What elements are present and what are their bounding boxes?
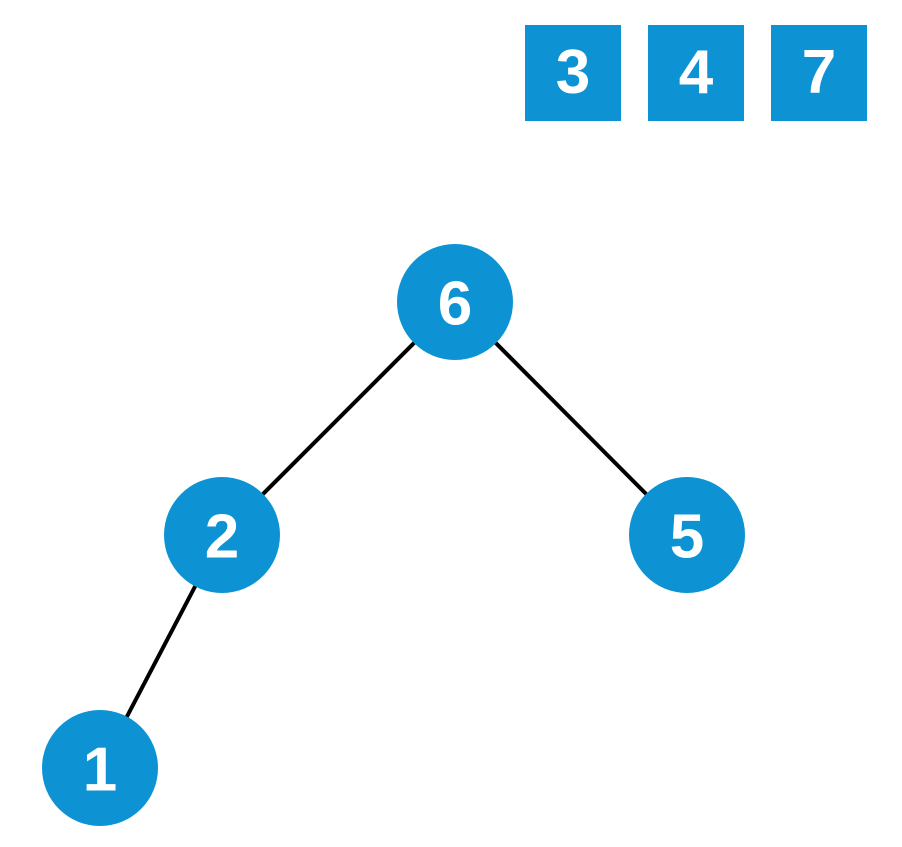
tree-node[interactable]: 2 [164, 477, 280, 593]
tree-node-label: 2 [205, 503, 239, 572]
queue-cell[interactable]: 3 [525, 25, 621, 121]
queue-cell-label: 7 [801, 38, 837, 107]
tree-node-label: 1 [83, 736, 117, 805]
tree-node-circle[interactable] [629, 477, 745, 593]
queue-cell[interactable]: 7 [771, 25, 867, 121]
queue-cell-label: 4 [678, 38, 714, 107]
tree-nodes-layer: 6 2 5 1 [42, 244, 745, 826]
queue-cell[interactable]: 4 [648, 25, 744, 121]
tree-node-circle[interactable] [42, 710, 158, 826]
tree-node-circle[interactable] [164, 477, 280, 593]
tree-node[interactable]: 6 [397, 244, 513, 360]
value-queue: 3 4 7 [525, 25, 867, 121]
tree-node[interactable]: 5 [629, 477, 745, 593]
tree-node[interactable]: 1 [42, 710, 158, 826]
tree-node-label: 6 [438, 270, 472, 339]
tree-node-label: 5 [670, 503, 704, 572]
tree-node-circle[interactable] [397, 244, 513, 360]
queue-cell-label: 3 [555, 38, 591, 107]
